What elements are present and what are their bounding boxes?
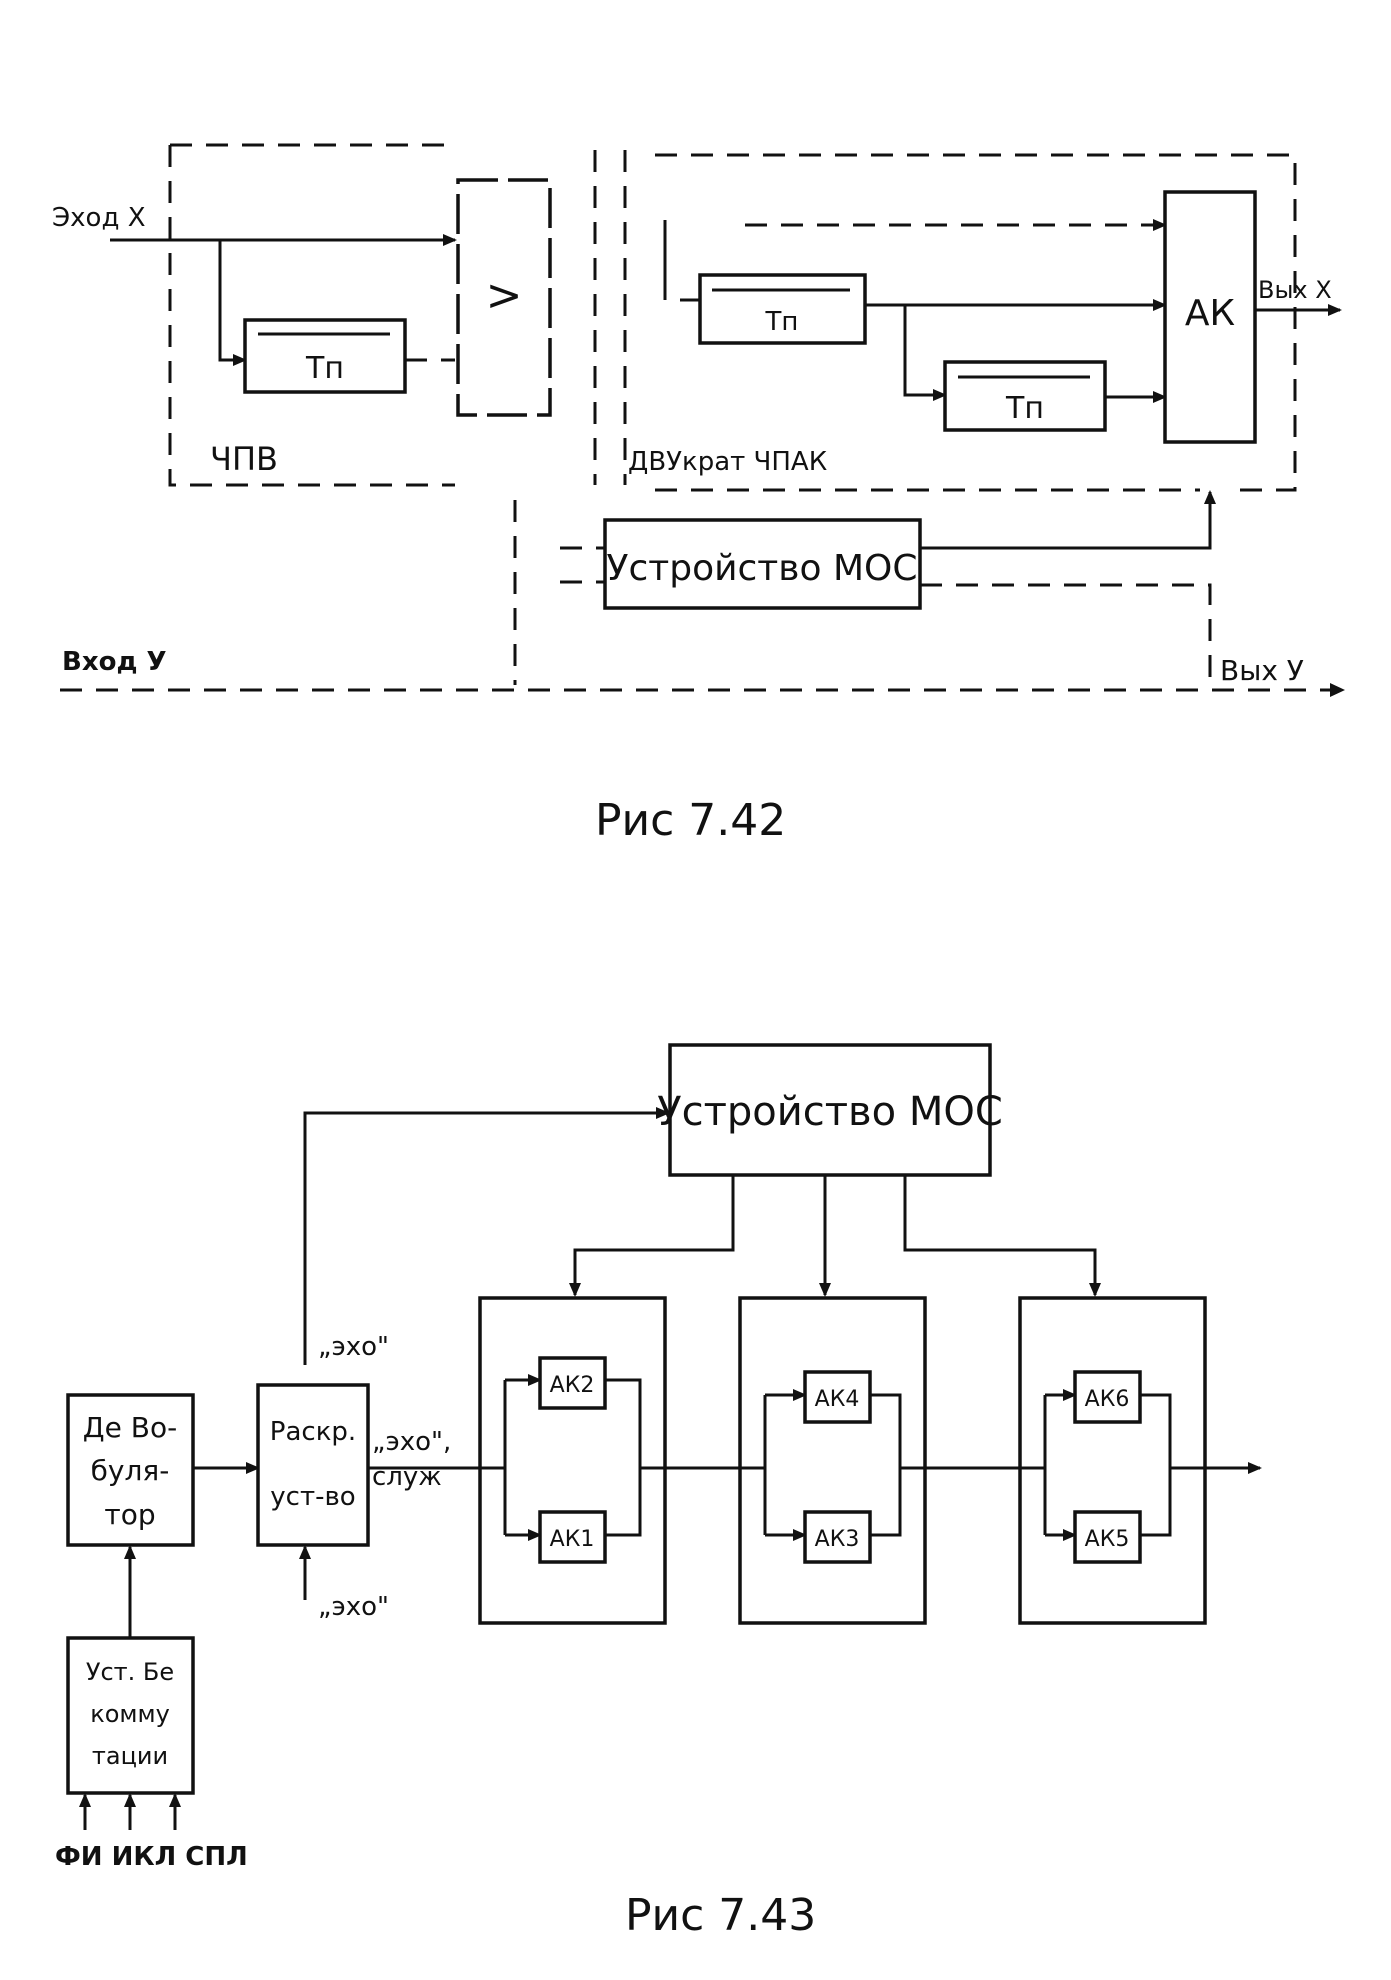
- tap-line: [218, 240, 247, 366]
- input-y-label: Вход У: [62, 647, 167, 677]
- group-2-frame: [738, 1296, 927, 1625]
- mos-to-ak: [920, 490, 1216, 550]
- demod-box: [66, 1393, 195, 1547]
- caption-7-42: Рис 7.42: [595, 795, 786, 846]
- rasxr-line-2: уст-во: [270, 1482, 355, 1512]
- group-3-frame: [1018, 1296, 1207, 1625]
- tp-box-3: [943, 360, 1107, 432]
- tp-box-1: [243, 318, 407, 394]
- chpv-label: ЧПВ: [210, 440, 278, 478]
- ak4-label: АК4: [815, 1387, 860, 1412]
- ak4-box: [803, 1370, 872, 1424]
- commutation-box: [66, 1636, 195, 1795]
- tp-label-1: Тп: [305, 351, 344, 386]
- output-x-label: Вых X: [1258, 276, 1332, 304]
- dvukrat-label: ДВУкрат ЧПАК: [628, 447, 827, 477]
- ak3-label: АК3: [815, 1527, 860, 1552]
- ak1-box: [538, 1510, 607, 1564]
- g3-merge: [1140, 1393, 1172, 1537]
- rasxr-line-1: Раскр.: [270, 1417, 356, 1447]
- inputs-label: ФИ ИКЛ СПЛ: [55, 1842, 248, 1872]
- ak3-box: [803, 1510, 872, 1564]
- rasxr-box: [256, 1383, 370, 1547]
- demod-line-2: буля-: [91, 1454, 170, 1487]
- ak6-label: АК6: [1085, 1387, 1130, 1412]
- echo-sluzh-line-1: „эхо",: [372, 1427, 451, 1457]
- tp3-in: [903, 305, 947, 401]
- echo-bottom-label: „эхо": [318, 1592, 389, 1622]
- comparator-symbol: >: [486, 270, 523, 321]
- commutation-line-1: Уст. Бе: [86, 1658, 174, 1686]
- echo-to-mos: [303, 1107, 670, 1365]
- ak6-box: [1073, 1370, 1142, 1424]
- group-1-frame: [478, 1296, 667, 1625]
- ak2-label: АК2: [550, 1373, 595, 1398]
- ak2-box: [538, 1356, 607, 1410]
- tp-label-2: Тп: [765, 307, 799, 337]
- figure-7-43: Устройство МОС Де Во- буля- тор Уст. Бе …: [55, 1043, 1262, 1941]
- g2-merge: [870, 1393, 902, 1537]
- ak-label: АК: [1185, 293, 1235, 334]
- tp-box-2: [698, 273, 867, 345]
- ak5-label: АК5: [1085, 1527, 1130, 1552]
- ak1-label: АК1: [550, 1527, 595, 1552]
- comparator-box: [456, 178, 552, 417]
- mos-label-1: Устройство МОС: [607, 548, 918, 589]
- demod-line-3: тор: [104, 1498, 155, 1531]
- g1-merge: [605, 1378, 642, 1537]
- commutation-line-3: тации: [92, 1742, 168, 1770]
- figure-7-42: Тп > Тп Тп АК Вых X Устройство МОС: [52, 143, 1345, 846]
- echo-top-label: „эхо": [318, 1332, 389, 1362]
- output-y-arrow: [1330, 683, 1345, 697]
- commutation-line-2: комму: [90, 1700, 170, 1728]
- mos-to-group3: [903, 1175, 1101, 1297]
- mos-label-2: Устройство МОС: [657, 1089, 1003, 1135]
- output-y-label: Вых У: [1220, 654, 1304, 687]
- chpv-frame-left-bottom: [168, 145, 455, 487]
- tp-label-3: Тп: [1005, 391, 1044, 426]
- ak5-box: [1073, 1510, 1142, 1564]
- mos-box-2: [668, 1043, 992, 1177]
- caption-7-43: Рис 7.43: [625, 1890, 816, 1941]
- mos-to-group1: [569, 1175, 735, 1297]
- mos-out-y: [920, 583, 1212, 685]
- demod-line-1: Де Во-: [83, 1411, 177, 1444]
- ak-box: [1163, 190, 1257, 444]
- chpak-frame: [655, 153, 1297, 492]
- mos-box-1: [603, 518, 922, 610]
- input-x-label: Эход X: [52, 203, 146, 233]
